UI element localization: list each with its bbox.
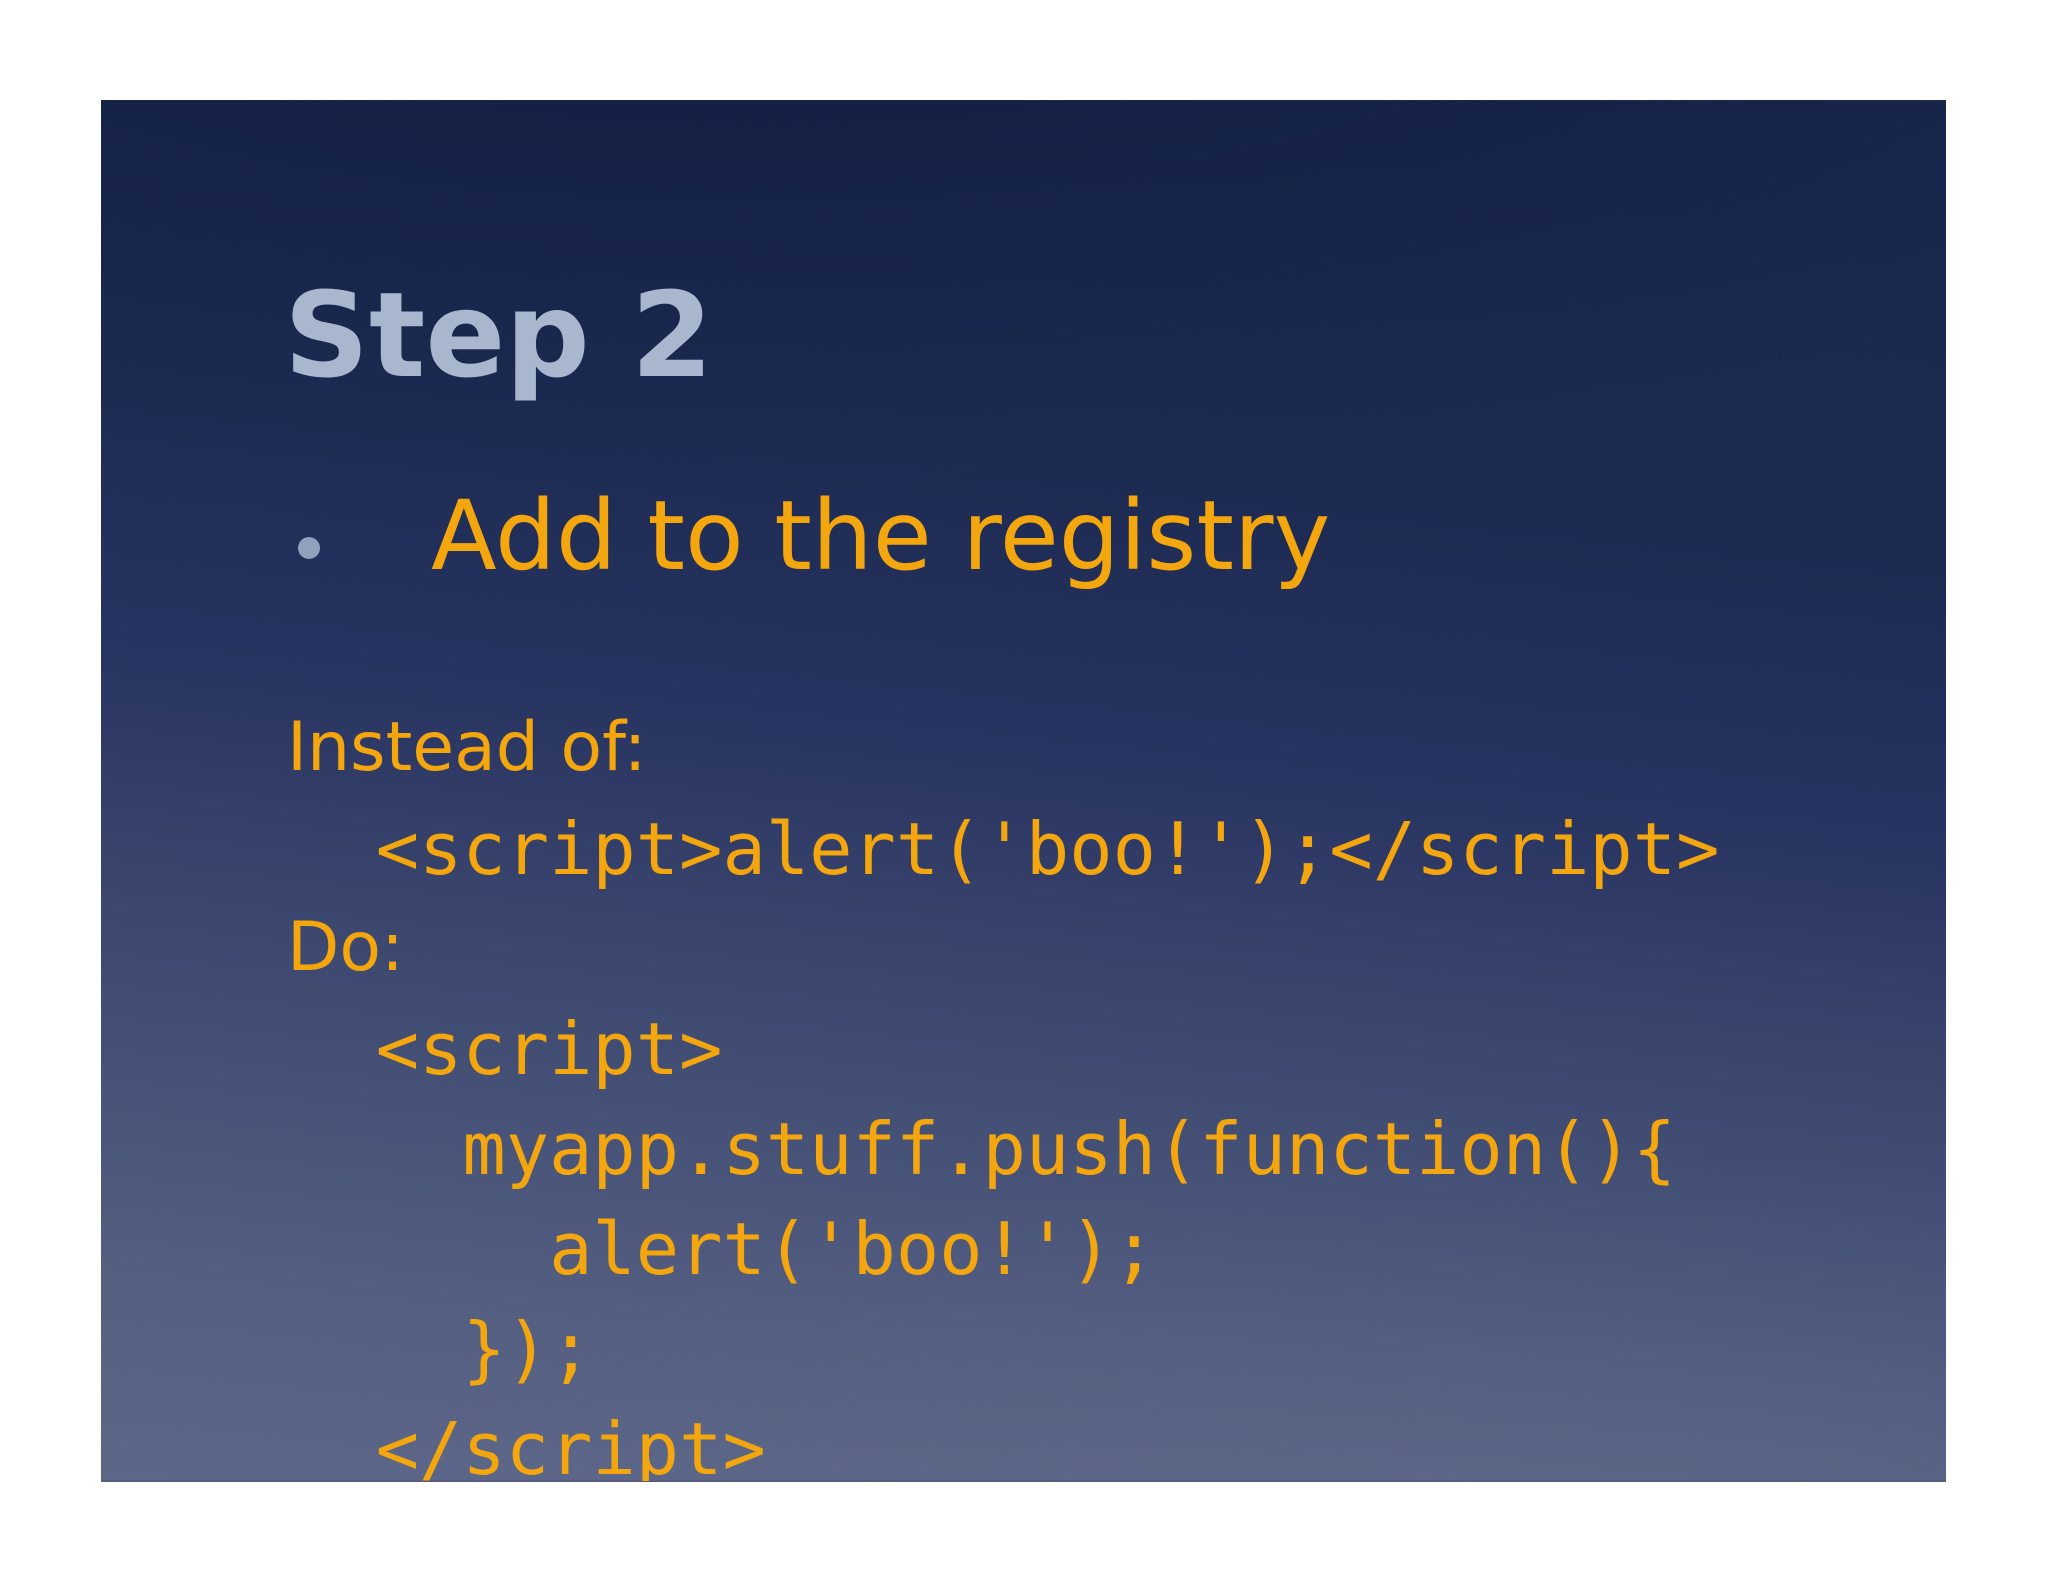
- code-line-script-open: <script>: [289, 1007, 723, 1091]
- bullet-dot-icon: [298, 537, 320, 559]
- bullet-item-label: Add to the registry: [431, 480, 1331, 592]
- code-line-close-function: });: [289, 1307, 593, 1391]
- body-label-instead-of: Instead of:: [287, 708, 647, 787]
- slide-canvas: Step 2 Add to the registry Instead of: <…: [101, 100, 1946, 1482]
- code-line-myapp-push: myapp.stuff.push(function(){: [289, 1107, 1677, 1191]
- code-line-script-close: </script>: [289, 1407, 766, 1482]
- code-line-alert: alert('boo!');: [289, 1207, 1156, 1291]
- body-label-do: Do:: [287, 908, 404, 987]
- slide-title: Step 2: [284, 266, 714, 404]
- code-line-inline-script: <script>alert('boo!');</script>: [289, 807, 1720, 891]
